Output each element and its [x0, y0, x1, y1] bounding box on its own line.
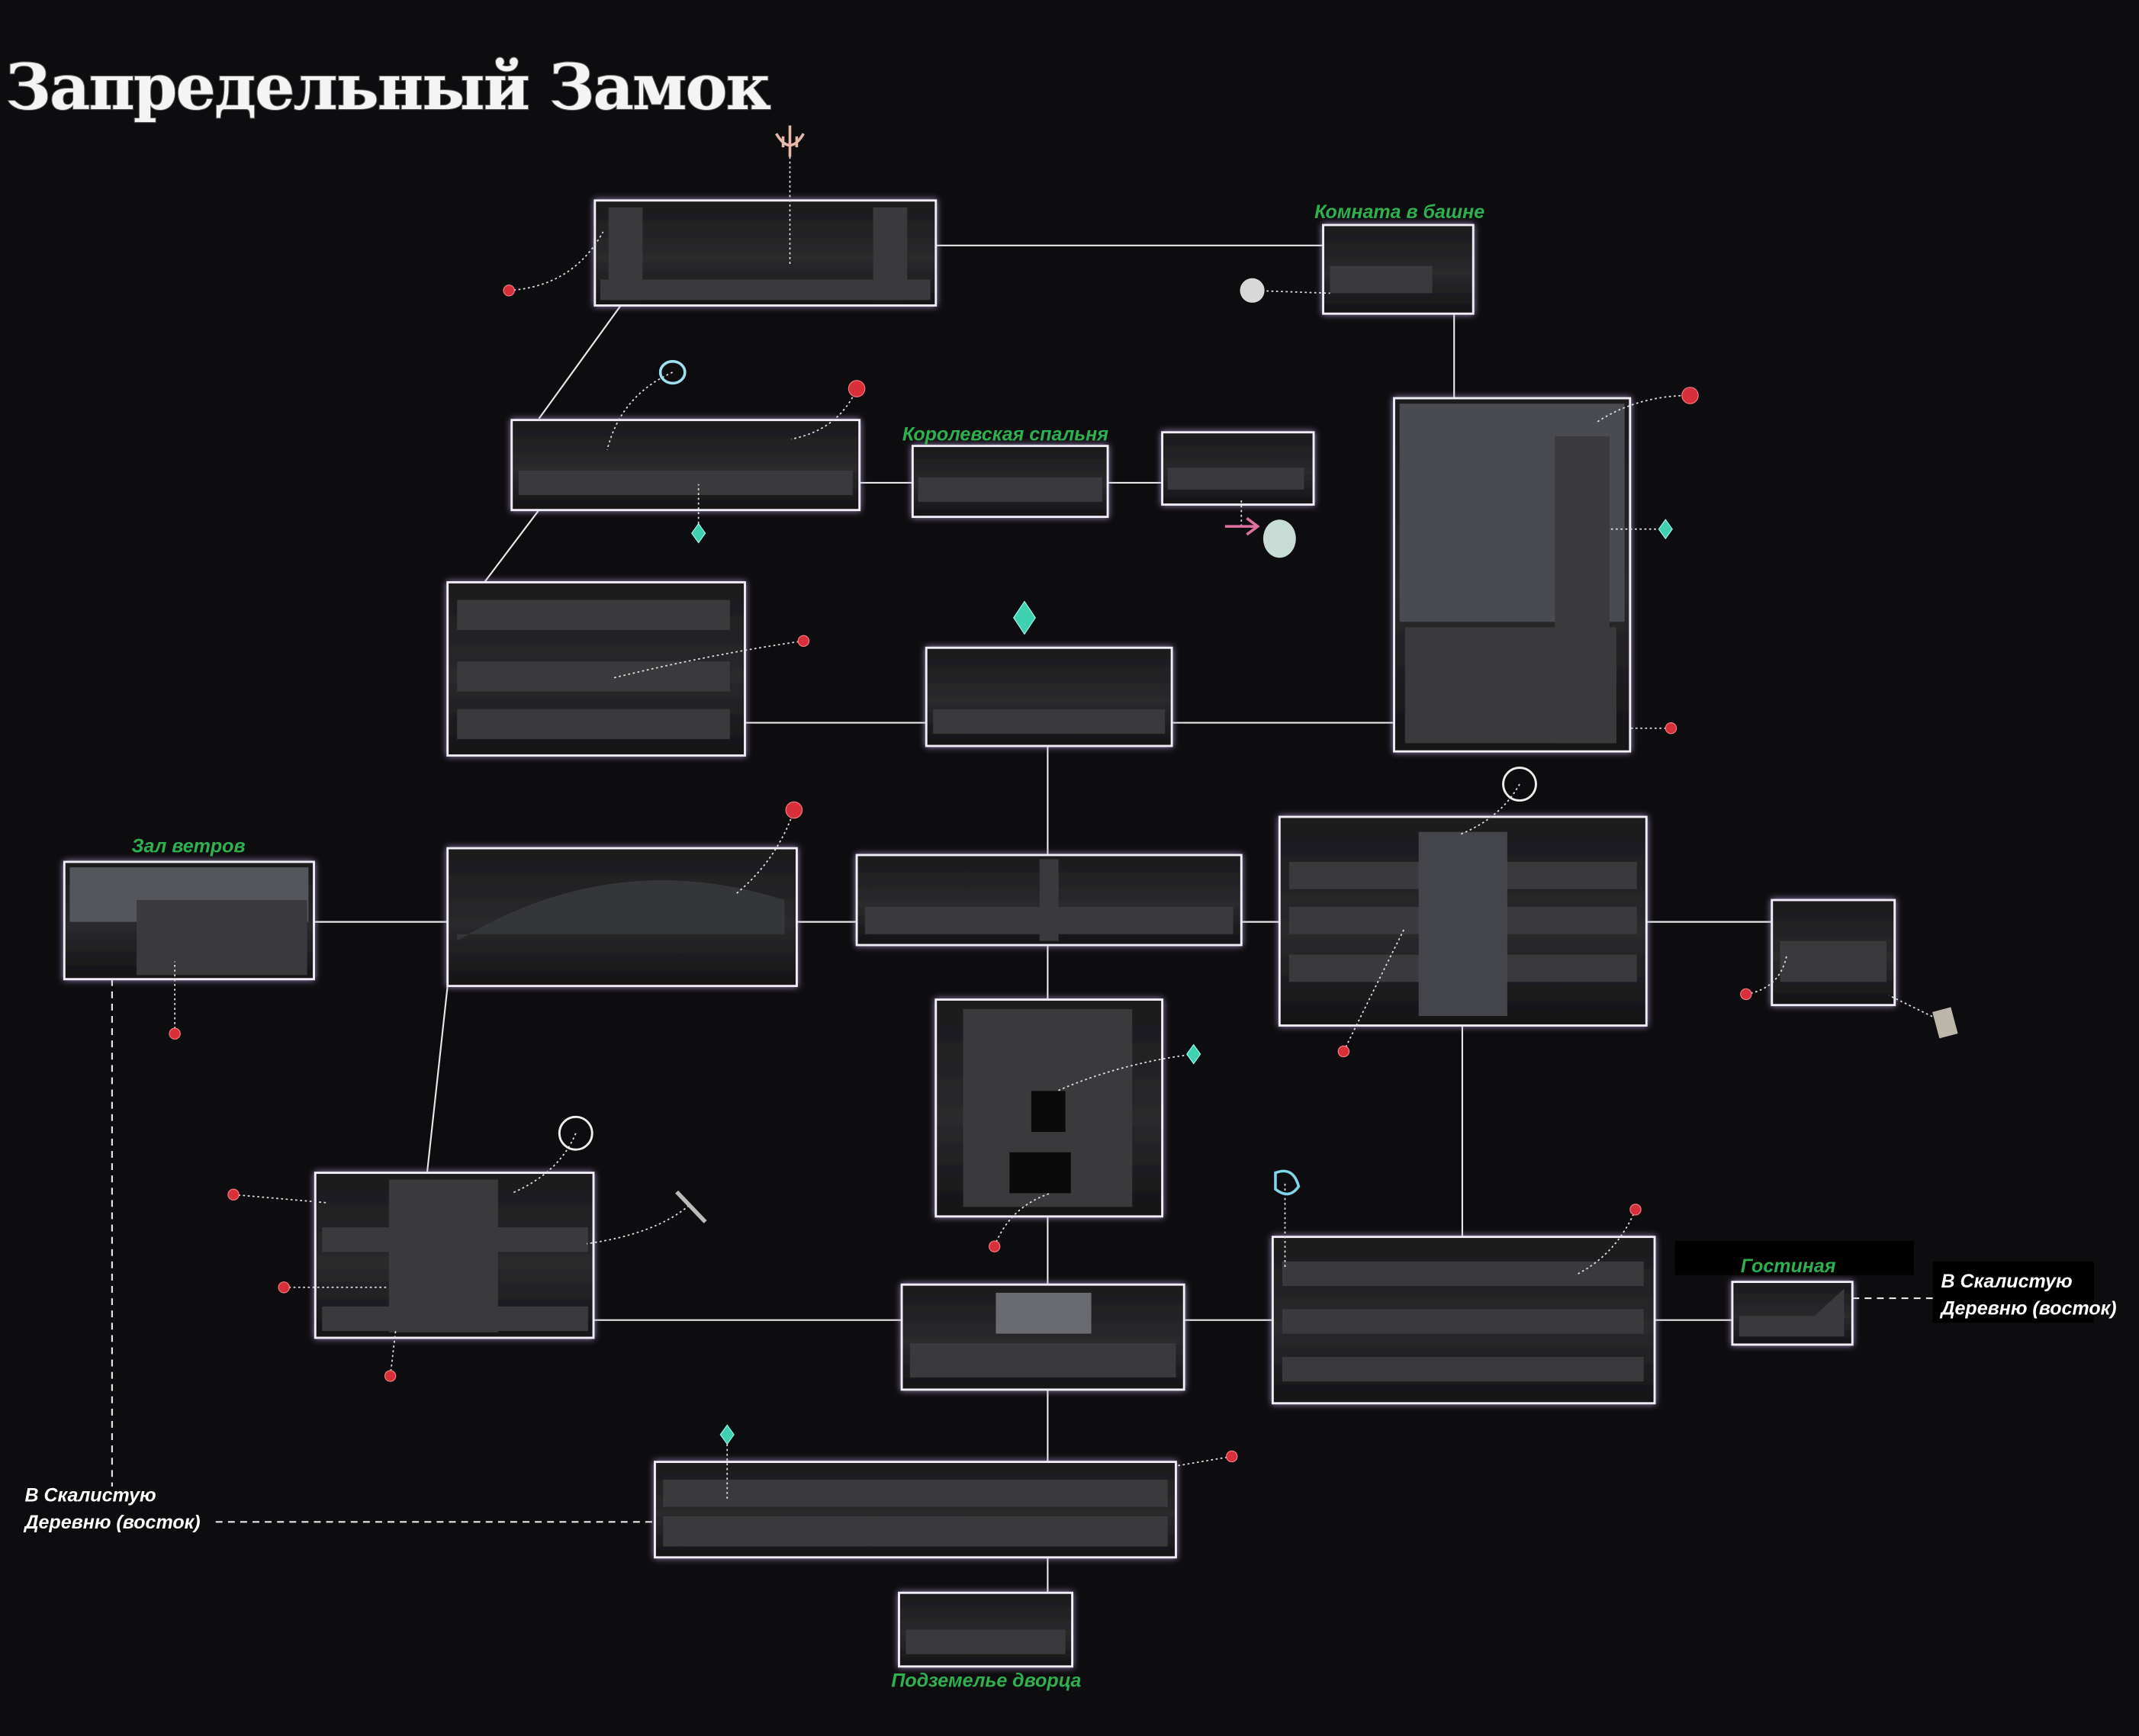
- exit-west-line1[interactable]: В Скалистую: [24, 1484, 156, 1506]
- red-crystal-icon[interactable]: [848, 380, 866, 397]
- teal-gem-icon[interactable]: [719, 1424, 735, 1445]
- red-crystal-icon[interactable]: [278, 1281, 290, 1294]
- red-crystal-icon[interactable]: [785, 801, 803, 819]
- red-crystal-icon[interactable]: [169, 1027, 181, 1040]
- exit-west-line2[interactable]: Деревню (восток): [23, 1512, 200, 1533]
- arrow-icon[interactable]: [1224, 516, 1260, 536]
- teal-gem-icon[interactable]: [1186, 1043, 1201, 1065]
- red-crystal-icon[interactable]: [1740, 988, 1752, 1001]
- label-palace-dungeon: Подземелье дворца: [891, 1670, 1081, 1692]
- harp-icon[interactable]: [1274, 1169, 1301, 1196]
- red-crystal-icon[interactable]: [384, 1370, 397, 1382]
- room-palace-dungeon[interactable]: [898, 1591, 1074, 1668]
- scroll-icon[interactable]: [1932, 1007, 1958, 1039]
- rooms: [63, 199, 1896, 1668]
- marker-leaders: [174, 156, 1946, 1500]
- exit-east-line1[interactable]: В Скалистую: [1941, 1271, 2072, 1292]
- dagger-icon[interactable]: [675, 1190, 707, 1223]
- markers: [169, 125, 1958, 1463]
- red-crystal-icon[interactable]: [988, 1240, 1001, 1252]
- red-crystal-icon[interactable]: [1337, 1045, 1350, 1058]
- candelabra-icon[interactable]: [775, 125, 805, 157]
- red-crystal-icon[interactable]: [1629, 1204, 1642, 1216]
- label-living-room: Гостиная: [1741, 1255, 1836, 1277]
- red-crystal-icon[interactable]: [227, 1188, 240, 1201]
- teal-gem-icon[interactable]: [1658, 519, 1673, 540]
- connectors: [111, 244, 1938, 1593]
- ring-icon[interactable]: [558, 1115, 593, 1151]
- label-royal-bedroom: Королевская спальня: [902, 423, 1108, 445]
- room-upper-corridor[interactable]: [510, 419, 861, 512]
- teal-gem-icon[interactable]: [691, 522, 706, 544]
- ring-icon[interactable]: [1502, 767, 1537, 802]
- red-crystal-icon[interactable]: [1665, 722, 1677, 735]
- ghost-npc-icon[interactable]: [1240, 278, 1265, 303]
- npc-group-icon[interactable]: [1262, 519, 1296, 558]
- red-crystal-icon[interactable]: [797, 635, 810, 648]
- label-hall-of-winds: Зал ветров: [131, 835, 245, 857]
- exit-east-line2[interactable]: Деревню (восток): [1939, 1298, 2116, 1320]
- label-tower-room: Комната в башне: [1314, 201, 1484, 223]
- red-crystal-icon[interactable]: [1681, 387, 1699, 404]
- map-title: Запредельный Замок: [5, 51, 770, 124]
- red-crystal-icon[interactable]: [1226, 1450, 1238, 1463]
- red-crystal-icon[interactable]: [503, 285, 515, 297]
- teal-gem-icon[interactable]: [1013, 600, 1036, 635]
- lens-icon[interactable]: [658, 360, 687, 385]
